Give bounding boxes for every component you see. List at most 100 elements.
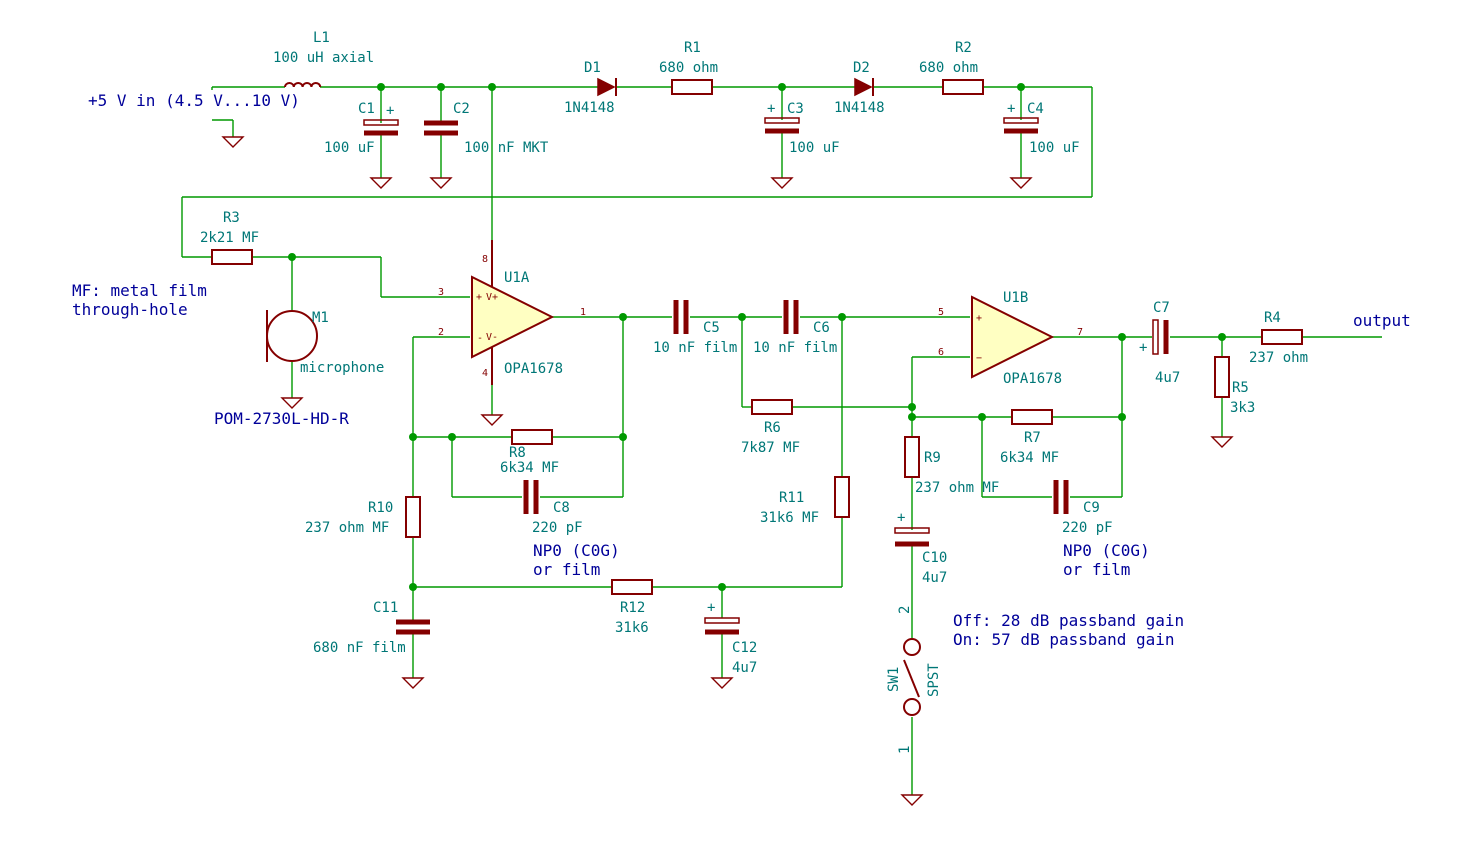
ground-symbols [221, 136, 1234, 806]
l1-ref: L1 [313, 30, 330, 46]
c2-value: 100 nF MKT [464, 140, 549, 156]
note-line2: through-hole [72, 300, 188, 319]
r9-ref: R9 [924, 450, 941, 466]
capacitor-c4-icon [1003, 117, 1039, 134]
c7-pol: + [1139, 340, 1147, 356]
resistor-r4-icon [1261, 329, 1303, 345]
resistor-r10-icon [405, 496, 421, 538]
opamp-u1b-icon [971, 295, 1055, 379]
diode-d2-icon [854, 77, 874, 97]
r6-ref: R6 [764, 420, 781, 436]
c1-ref: C1 [358, 101, 375, 117]
gain-note-off: Off: 28 dB passband gain [953, 611, 1184, 630]
ground-icon [900, 794, 924, 806]
c10-value: 4u7 [922, 570, 947, 586]
c9-extra2: or film [1063, 560, 1130, 579]
sw1-pin1: 1 [897, 746, 913, 754]
c3-pol: + [767, 101, 775, 117]
r5-ref: R5 [1232, 380, 1249, 396]
c3-ref: C3 [787, 101, 804, 117]
ground-icon [221, 136, 245, 148]
ground-icon [770, 177, 794, 189]
u1a-minus: - [477, 333, 483, 344]
u1a-vp: V+ [486, 292, 498, 303]
r10-ref: R10 [368, 500, 393, 516]
r9-value: 237 ohm MF [915, 480, 999, 496]
capacitor-c3-icon [764, 117, 800, 134]
r6-value: 7k87 MF [741, 440, 800, 456]
ground-icon [1210, 436, 1234, 448]
wires [181, 86, 1382, 795]
ground-icon [710, 677, 734, 689]
r7-ref: R7 [1024, 430, 1041, 446]
c1-value: 100 uF [324, 140, 375, 156]
d1-value: 1N4148 [564, 100, 615, 116]
capacitor-c11-icon [396, 619, 430, 635]
u1a-pin4: 4 [482, 368, 488, 379]
c6-value: 10 nF film [753, 340, 837, 356]
capacitor-c6-icon [783, 300, 799, 334]
resistor-r9-icon [904, 436, 920, 478]
capacitor-c10-icon [894, 527, 930, 547]
u1a-pin3: 3 [438, 287, 444, 298]
junctions [288, 83, 1226, 591]
r2-ref: R2 [955, 40, 972, 56]
power-input-label: +5 V in (4.5 V...10 V) [88, 91, 300, 110]
ground-icon [1009, 177, 1033, 189]
sw1-ref: SW1 [886, 667, 902, 692]
r11-value: 31k6 MF [760, 510, 819, 526]
m1-part-number: POM-2730L-HD-R [214, 409, 349, 428]
c5-ref: C5 [703, 320, 720, 336]
c1-pol: + [386, 103, 394, 119]
r8-ref: R8 [509, 445, 526, 461]
ground-icon [280, 397, 304, 409]
r8-value: 6k34 MF [500, 460, 559, 476]
sw1-value: SPST [926, 663, 942, 697]
r3-ref: R3 [223, 210, 240, 226]
u1b-ref: U1B [1003, 290, 1028, 306]
u1a-pin2: 2 [438, 327, 444, 338]
r1-value: 680 ohm [659, 60, 718, 76]
resistor-r1-icon [671, 79, 713, 95]
resistor-r5-icon [1214, 356, 1230, 398]
c12-pol: + [707, 600, 715, 616]
c6-ref: C6 [813, 320, 830, 336]
resistor-r3-icon [211, 249, 253, 265]
ground-icon [401, 677, 425, 689]
u1a-pin1: 1 [580, 307, 586, 318]
gain-note-on: On: 57 dB passband gain [953, 630, 1175, 649]
inductor-l1-icon [284, 82, 322, 88]
c8-value: 220 pF [532, 520, 583, 536]
u1b-pin5: 5 [938, 307, 944, 318]
d2-ref: D2 [853, 60, 870, 76]
resistor-r2-icon [942, 79, 984, 95]
u1a-value: OPA1678 [504, 361, 563, 377]
resistor-r11-icon [834, 476, 850, 518]
r4-value: 237 ohm [1249, 350, 1308, 366]
c9-extra1: NP0 (C0G) [1063, 541, 1150, 560]
r4-ref: R4 [1264, 310, 1281, 326]
r12-value: 31k6 [615, 620, 649, 636]
r1-ref: R1 [684, 40, 701, 56]
capacitor-c8-icon [523, 480, 539, 514]
c4-ref: C4 [1027, 101, 1044, 117]
c9-value: 220 pF [1062, 520, 1113, 536]
r7-value: 6k34 MF [1000, 450, 1059, 466]
ground-icon [429, 177, 453, 189]
microphone-m1-icon [266, 310, 318, 362]
ground-icon [369, 177, 393, 189]
r5-value: 3k3 [1230, 400, 1255, 416]
m1-value: microphone [300, 360, 384, 376]
r10-value: 237 ohm MF [305, 520, 389, 536]
r3-value: 2k21 MF [200, 230, 259, 246]
c4-pol: + [1007, 101, 1015, 117]
c8-extra1: NP0 (C0G) [533, 541, 620, 560]
resistor-r7-icon [1011, 409, 1053, 425]
c7-value: 4u7 [1155, 370, 1180, 386]
diode-d1-icon [597, 77, 617, 97]
c7-ref: C7 [1153, 300, 1170, 316]
c8-extra2: or film [533, 560, 600, 579]
m1-ref: M1 [312, 310, 329, 326]
output-label: output [1353, 311, 1411, 330]
